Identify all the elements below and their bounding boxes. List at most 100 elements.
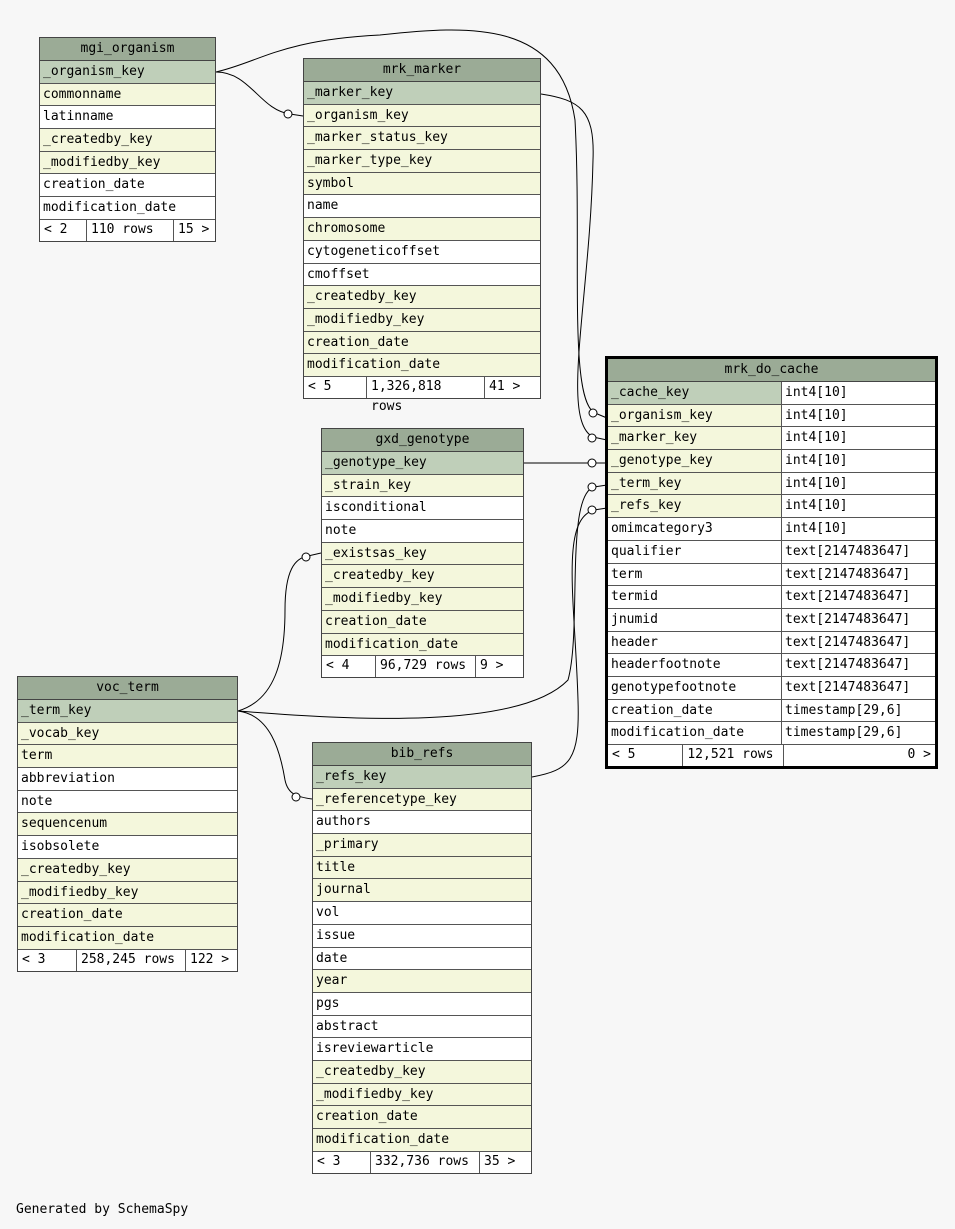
column-row[interactable]: _refs_key [313,766,531,789]
column-row[interactable]: year [313,970,531,993]
row-count[interactable]: 258,245 rows [77,949,186,971]
column-row[interactable]: _modifiedby_key [40,151,215,175]
column-row[interactable]: _createdby_key [40,129,215,152]
column-row[interactable]: _marker_type_key [304,150,540,173]
column-row[interactable]: latinname [40,106,215,130]
column-row[interactable]: modification_date [304,354,540,377]
row-count[interactable]: 12,521 rows [683,745,785,766]
column-row[interactable]: symbol [304,172,540,196]
table-title[interactable]: voc_term [18,677,237,700]
row-count[interactable]: 1,326,818 rows [367,376,485,414]
child-count[interactable]: 15 > [178,221,210,237]
column-row[interactable]: creation_date [18,904,237,927]
column-row[interactable]: modification_date [40,197,215,220]
column-row[interactable]: creation_date [313,1106,531,1129]
column-row[interactable]: modification_date [313,1129,531,1152]
child-count[interactable]: 0 > [907,747,931,762]
parent-count[interactable]: < 2 [40,219,87,241]
table-title[interactable]: mrk_marker [304,59,540,82]
column-row[interactable]: _modifiedby_key [18,881,237,905]
column-row[interactable]: commonname [40,83,215,107]
column-row[interactable]: isconditional [322,497,523,521]
column-row[interactable]: _organism_key [40,61,215,84]
column-row[interactable]: date [313,947,531,971]
parent-count[interactable]: < 5 [304,376,367,398]
column-row[interactable]: vol [313,902,531,925]
parent-count[interactable]: < 4 [322,656,376,678]
row-count[interactable]: 332,736 rows [371,1151,480,1173]
column-row[interactable]: pgs [313,992,531,1016]
table-title[interactable]: bib_refs [313,743,531,766]
column-row[interactable]: abbreviation [18,768,237,791]
column-row[interactable]: _marker_key [304,82,540,105]
column-row[interactable]: cytogeneticoffset [304,240,540,264]
column-row[interactable]: _vocab_key [18,722,237,746]
table-title[interactable]: gxd_genotype [322,429,523,452]
column-row[interactable]: abstract [313,1015,531,1039]
column-row[interactable]: note [18,790,237,814]
column-row[interactable]: _strain_key [322,474,523,498]
parent-count[interactable]: < 3 [18,949,77,971]
row-count[interactable]: 96,729 rows [376,656,476,678]
column-row[interactable]: cmoffset [304,263,540,287]
column-row[interactable]: _marker_status_key [304,127,540,151]
column-row[interactable]: _modifiedby_key [304,308,540,332]
parent-count[interactable]: < 5 [608,745,684,766]
column-row[interactable]: _referencetype_key [313,788,531,812]
column-row[interactable]: creation_date [304,331,540,355]
column-row[interactable]: journal [313,879,531,903]
column-row[interactable]: _modifiedby_key [322,588,523,611]
row-count[interactable]: 110 rows [87,219,174,241]
column-row[interactable]: creation_date [322,610,523,634]
column-row[interactable]: note [322,520,523,543]
column-row[interactable]: _genotype_key [322,452,523,475]
child-count[interactable]: 35 > [484,1153,516,1169]
column-row[interactable]: isreviewarticle [313,1038,531,1061]
column-row[interactable]: modification_date [322,633,523,657]
table-title[interactable]: mrk_do_cache [608,359,935,382]
child-count[interactable]: 122 > [190,951,230,967]
column-row[interactable]: _existsas_key [322,542,523,566]
column-row[interactable]: _createdby_key [18,858,237,882]
column-row[interactable]: name [304,195,540,219]
column-row[interactable]: _organism_key [304,104,540,128]
column-row[interactable]: _term_key [18,700,237,723]
column-row[interactable]: _createdby_key [304,286,540,309]
child-count[interactable]: 9 > [480,658,504,674]
column-row[interactable]: sequencenum [18,813,237,837]
column-row[interactable]: authors [313,811,531,835]
column-row[interactable]: _createdby_key [313,1060,531,1084]
table-title[interactable]: mgi_organism [40,38,215,61]
column-row[interactable]: issue [313,924,531,948]
column-row[interactable]: title [313,856,531,880]
column-row[interactable]: creation_date [40,174,215,198]
column-row[interactable]: modification_date [18,926,237,950]
column-row[interactable]: term [18,745,237,769]
table-mrk_marker[interactable]: mrk_marker_marker_key_organism_key_marke… [303,58,541,414]
column-row[interactable]: isobsolete [18,836,237,859]
column-row[interactable]: _primary [313,834,531,857]
column-row[interactable]: _createdby_key [322,565,523,589]
parent-count[interactable]: < 3 [313,1151,371,1173]
